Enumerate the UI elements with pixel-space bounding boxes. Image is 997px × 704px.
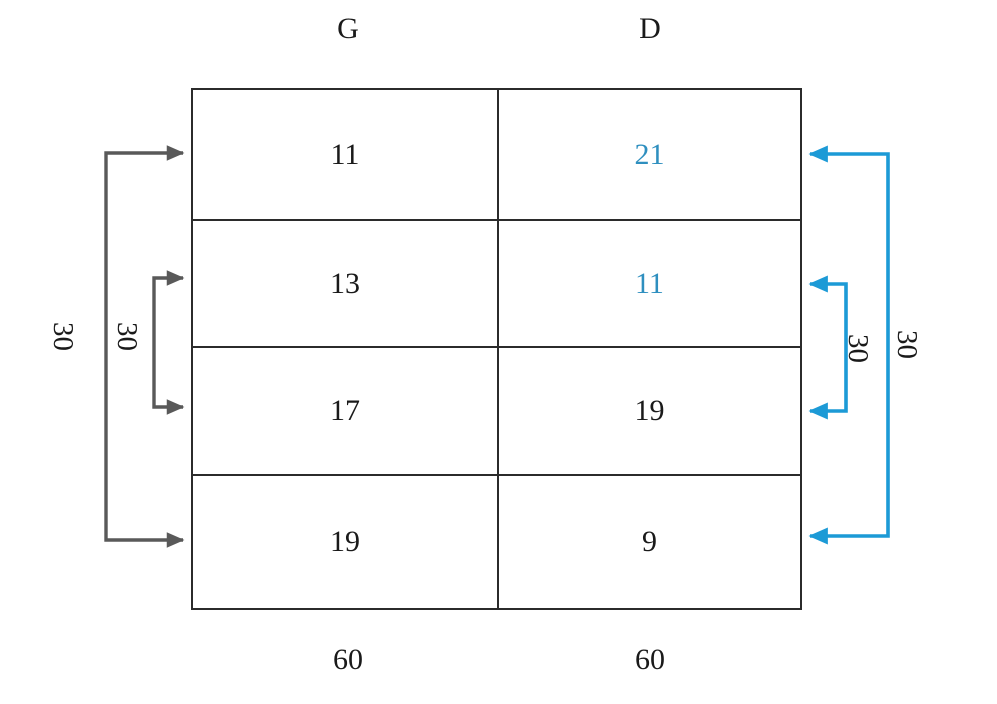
- bracket-label-right-outer: 30: [891, 330, 923, 359]
- column-header-d: D: [639, 12, 661, 45]
- table-cell-r4c1: 19: [193, 476, 499, 608]
- column-header-g: G: [337, 12, 359, 45]
- bracket-label-left-outer: 30: [47, 322, 79, 351]
- bracket-label-right-inner: 30: [842, 334, 874, 363]
- bracket-label-left-inner: 30: [111, 322, 143, 351]
- table-cell-r4c2: 9: [642, 525, 657, 558]
- bracket-left-inner: [152, 270, 185, 415]
- table-cell-r3c2: 19: [499, 348, 800, 476]
- column-total-g: 60: [333, 643, 363, 676]
- column-total-d: 60: [635, 643, 665, 676]
- table-cell-r2c2: 11: [499, 221, 800, 348]
- table-cell-r3c1: 17: [193, 348, 499, 476]
- data-table: 11 21 13 11 17 19 19 9: [191, 88, 802, 610]
- table-cell-r2c1: 13: [193, 221, 499, 348]
- table-cell-r1c2: 21: [499, 90, 800, 221]
- table-cell-r1c1: 11: [193, 90, 499, 221]
- bracket-right-inner: [808, 275, 848, 420]
